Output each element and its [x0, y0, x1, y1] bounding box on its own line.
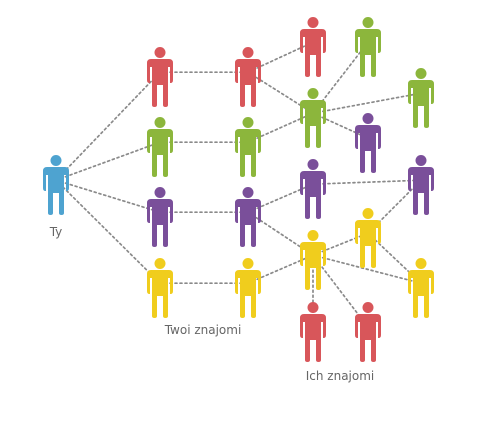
person-t-yellow-mid-icon — [300, 230, 326, 290]
label-their-friends: Ich znajomi — [306, 369, 375, 383]
person-r-purple-upper-icon — [355, 113, 381, 173]
person-s-red-icon — [235, 47, 261, 107]
person-t-purple-mid-icon — [300, 159, 326, 219]
connection-t-purple-mid-e-purple — [312, 179, 422, 186]
label-you: Ty — [49, 225, 63, 239]
person-you-icon — [43, 155, 69, 215]
label-your-friends: Twoi znajomi — [164, 323, 242, 337]
connection-you-f-red — [55, 71, 161, 182]
person-f-purple-icon — [147, 187, 173, 247]
person-t-red-top-icon — [300, 17, 326, 77]
connection-t-yellow-mid-r-yellow — [312, 232, 369, 257]
person-e-purple-icon — [408, 155, 434, 215]
person-s-green-icon — [235, 117, 261, 177]
connection-you-f-green — [55, 141, 161, 182]
connection-t-yellow-mid-e-yellow — [312, 254, 422, 285]
people-figures — [43, 17, 434, 362]
connection-you-f-yellow — [55, 179, 161, 285]
person-f-green-icon — [147, 117, 173, 177]
person-s-purple-icon — [235, 187, 261, 247]
connection-you-f-purple — [55, 179, 161, 214]
person-s-yellow-icon — [235, 258, 261, 318]
person-r-red-bottom-icon — [355, 302, 381, 362]
connection-s-purple-t-purple-mid — [247, 183, 314, 214]
person-f-yellow-icon — [147, 258, 173, 318]
person-e-green-icon — [408, 68, 434, 128]
person-t-red-bottom-icon — [300, 302, 326, 362]
person-f-red-icon — [147, 47, 173, 107]
person-r-green-top-icon — [355, 17, 381, 77]
person-e-yellow-icon — [408, 258, 434, 318]
connection-lines — [55, 41, 422, 329]
connection-s-red-t-red-top — [247, 41, 314, 74]
connection-s-yellow-t-yellow-mid — [247, 254, 314, 285]
connection-t-green-mid-r-purple-upper — [312, 112, 369, 140]
connection-t-green-mid-e-green — [312, 92, 422, 115]
person-t-green-mid-icon — [300, 88, 326, 148]
person-r-yellow-icon — [355, 208, 381, 268]
connection-s-green-t-green-mid — [247, 112, 314, 144]
